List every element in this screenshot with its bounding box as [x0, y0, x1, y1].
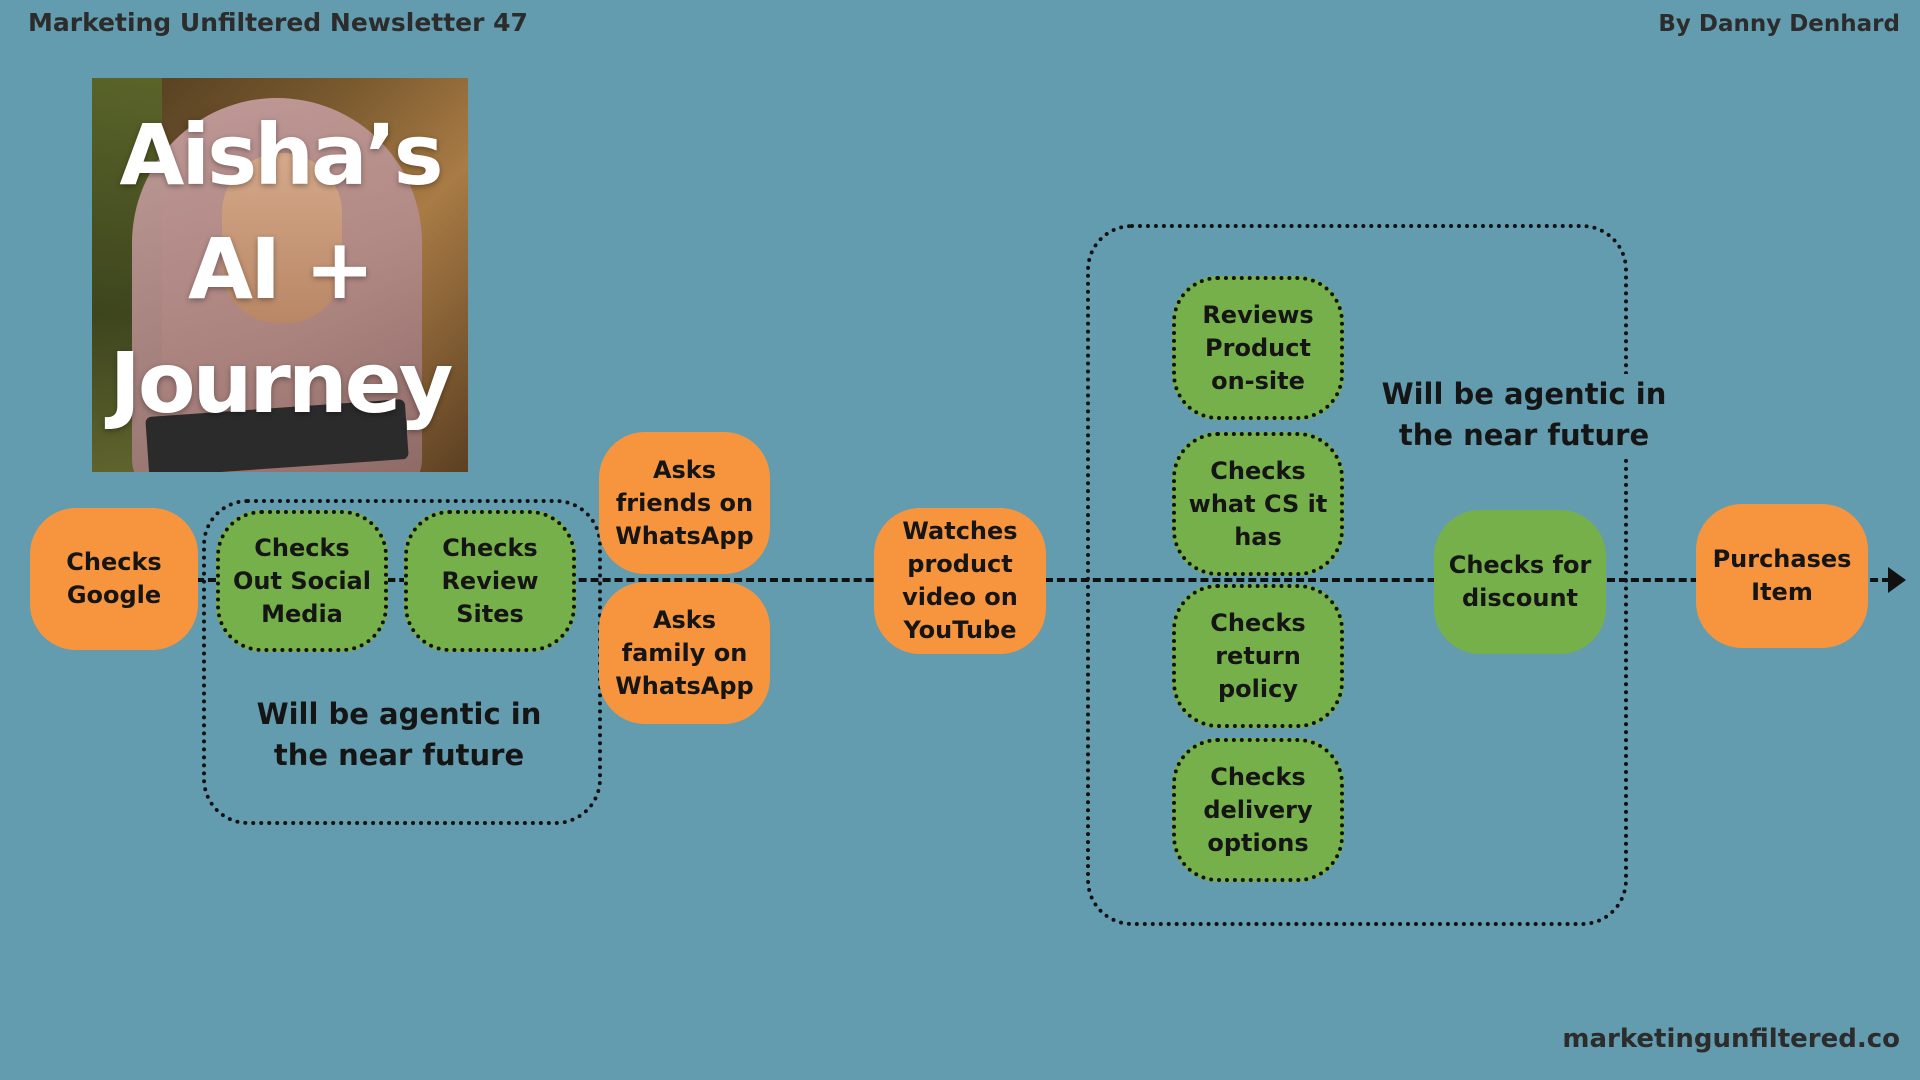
node-checks-return: Checks return policy	[1172, 584, 1344, 728]
author-credit: By Danny Denhard	[1658, 11, 1900, 37]
node-checks-cs: Checks what CS it has	[1172, 432, 1344, 576]
node-purchases-item: Purchases Item	[1696, 504, 1868, 648]
node-watches-video: Watches product video on YouTube	[874, 508, 1046, 654]
node-checks-google: Checks Google	[30, 508, 198, 650]
node-asks-family: Asks family on WhatsApp	[599, 582, 770, 724]
node-checks-social: Checks Out Social Media	[216, 510, 388, 652]
agentic-note-2: Will be agentic in the near future	[1360, 374, 1688, 456]
persona-title-line: Journey	[109, 334, 454, 432]
agentic-note-1: Will be agentic in the near future	[230, 694, 568, 776]
persona-title: Aisha’s AI + Journey	[92, 98, 468, 440]
website-link[interactable]: marketingunfiltered.co	[1562, 1024, 1900, 1054]
newsletter-title: Marketing Unfiltered Newsletter 47	[28, 8, 528, 37]
node-checks-delivery: Checks delivery options	[1172, 738, 1344, 882]
node-checks-review: Checks Review Sites	[404, 510, 576, 652]
persona-image: Aisha’s AI + Journey	[92, 78, 468, 472]
persona-title-line: AI +	[188, 220, 375, 318]
arrow-head-icon	[1888, 567, 1906, 593]
persona-title-line: Aisha’s	[119, 106, 443, 204]
node-checks-discount: Checks for discount	[1434, 510, 1606, 654]
node-reviews-product: Reviews Product on-site	[1172, 276, 1344, 420]
node-asks-friends: Asks friends on WhatsApp	[599, 432, 770, 574]
agentic-group-box-2	[1086, 224, 1628, 926]
face-shape	[222, 153, 342, 323]
